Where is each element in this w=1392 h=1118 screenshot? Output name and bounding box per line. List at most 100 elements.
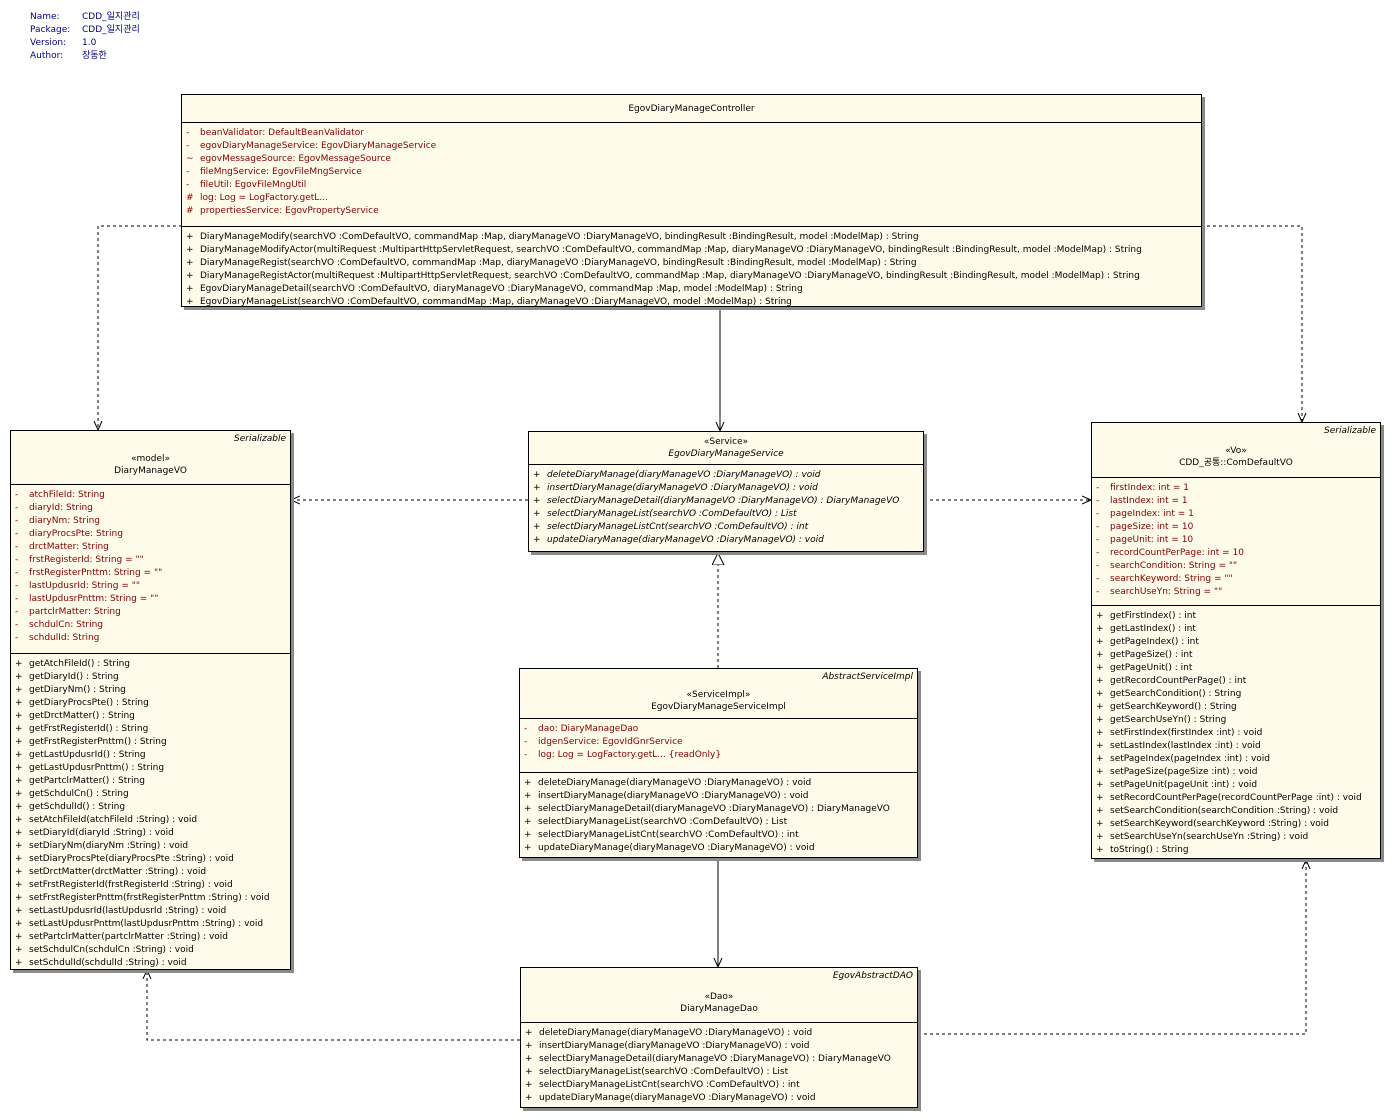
operation: +getLastIndex() : int bbox=[1092, 623, 1380, 636]
visibility: + bbox=[1096, 650, 1104, 660]
attribute-text: egovMessageSource: EgovMessageSource bbox=[200, 154, 391, 164]
attributes-section: -firstIndex: int = 1 -lastIndex: int = 1… bbox=[1092, 478, 1380, 605]
attribute-text: drctMatter: String bbox=[29, 542, 109, 552]
operation-text: setSchdulCn(schdulCn :String) : void bbox=[29, 945, 194, 955]
visibility: + bbox=[1096, 702, 1104, 712]
visibility: + bbox=[525, 1080, 533, 1090]
attribute: #log: Log = LogFactory.getL... bbox=[182, 192, 1201, 205]
attribute-text: diaryId: String bbox=[29, 503, 93, 513]
attribute: -lastUpdusrPnttm: String = "" bbox=[11, 593, 290, 606]
attribute-text: frstRegisterPnttm: String = "" bbox=[29, 568, 163, 578]
attribute: -fileUtil: EgovFileMngUtil bbox=[182, 179, 1201, 192]
property-row: Author:장동한 bbox=[30, 50, 140, 63]
operation: +selectDiaryManageDetail(diaryManageVO :… bbox=[520, 803, 917, 816]
operations-section: +deleteDiaryManage(diaryManageVO :DiaryM… bbox=[520, 772, 917, 857]
operation: +getSearchKeyword() : String bbox=[1092, 701, 1380, 714]
operations-section: +deleteDiaryManage(diaryManageVO :DiaryM… bbox=[529, 465, 923, 550]
operation: +getPageUnit() : int bbox=[1092, 662, 1380, 675]
visibility: + bbox=[524, 830, 532, 840]
operation-text: EgovDiaryManageDetail(searchVO :ComDefau… bbox=[200, 284, 803, 294]
visibility: + bbox=[1096, 741, 1104, 751]
attribute: -idgenService: EgovIdGnrService bbox=[520, 736, 917, 749]
operation: +setDiaryId(diaryId :String) : void bbox=[11, 827, 290, 840]
visibility: + bbox=[1096, 845, 1104, 855]
operation-text: updateDiaryManage(diaryManageVO :DiaryMa… bbox=[538, 843, 815, 853]
visibility: + bbox=[15, 815, 23, 825]
attribute: -searchKeyword: String = "" bbox=[1092, 573, 1380, 586]
operation-text: setLastIndex(lastIndex :int) : void bbox=[1110, 741, 1261, 751]
property-key: Name: bbox=[30, 12, 60, 22]
operation-text: setRecordCountPerPage(recordCountPerPage… bbox=[1110, 793, 1362, 803]
class-name: CDD_공통::ComDefaultVO bbox=[1179, 458, 1293, 468]
operation: +selectDiaryManageDetail(diaryManageVO :… bbox=[529, 495, 923, 508]
interface-egov-diary-manage-service[interactable]: «Service» EgovDiaryManageService +delete… bbox=[528, 431, 924, 552]
operation-text: setSearchCondition(searchCondition :Stri… bbox=[1110, 806, 1339, 816]
visibility: - bbox=[186, 141, 190, 151]
visibility: - bbox=[1096, 483, 1100, 493]
operation: +setDiaryProcsPte(diaryProcsPte :String)… bbox=[11, 853, 290, 866]
operation-text: selectDiaryManageListCnt(searchVO :ComDe… bbox=[539, 1080, 800, 1090]
operation-text: insertDiaryManage(diaryManageVO :DiaryMa… bbox=[538, 791, 809, 801]
attribute-text: partclrMatter: String bbox=[29, 607, 121, 617]
visibility: + bbox=[1096, 806, 1104, 816]
class-name: DiaryManageVO bbox=[114, 466, 187, 476]
stereotype: «Service» bbox=[703, 437, 749, 447]
property-value: CDD_일지관리 bbox=[82, 12, 140, 22]
attribute: -fileMngService: EgovFileMngService bbox=[182, 166, 1201, 179]
operation-text: selectDiaryManageDetail(diaryManageVO :D… bbox=[538, 804, 890, 814]
visibility: - bbox=[15, 581, 19, 591]
operation: +selectDiaryManageListCnt(searchVO :ComD… bbox=[529, 521, 923, 534]
class-header: EgovDiaryManageController bbox=[182, 95, 1201, 123]
operation: +getSearchCondition() : String bbox=[1092, 688, 1380, 701]
operations-section: + DiaryManageModify(searchVO :ComDefaultV… bbox=[182, 226, 1201, 307]
operation: +getDrctMatter() : String bbox=[11, 710, 290, 723]
operation-text: getRecordCountPerPage() : int bbox=[1110, 676, 1247, 686]
visibility: - bbox=[186, 180, 190, 190]
operation-text: EgovDiaryManageList(searchVO :ComDefault… bbox=[200, 297, 792, 307]
attribute: -drctMatter: String bbox=[11, 541, 290, 554]
operation: +setLastUpdusrId(lastUpdusrId :String) :… bbox=[11, 905, 290, 918]
visibility: - bbox=[15, 594, 19, 604]
attribute-text: pageSize: int = 10 bbox=[1110, 522, 1194, 532]
class-com-default-vo[interactable]: Serializable «Vo» CDD_공통::ComDefaultVO -… bbox=[1091, 422, 1381, 859]
operation-text: updateDiaryManage(diaryManageVO :DiaryMa… bbox=[547, 535, 824, 545]
class-egov-diary-manage-service-impl[interactable]: AbstractServiceImpl «ServiceImpl» EgovDi… bbox=[519, 668, 918, 858]
operation: +setFirstIndex(firstIndex :int) : void bbox=[1092, 727, 1380, 740]
attribute: -searchCondition: String = "" bbox=[1092, 560, 1380, 573]
operation-text: getPageSize() : int bbox=[1110, 650, 1193, 660]
operation-text: getLastUpdusrPnttm() : String bbox=[29, 763, 165, 773]
visibility: + bbox=[533, 470, 541, 480]
operation: +toString() : String bbox=[1092, 844, 1380, 857]
class-diary-manage-vo[interactable]: Serializable «model» DiaryManageVO -atch… bbox=[10, 430, 291, 970]
operation-text: insertDiaryManage(diaryManageVO :DiaryMa… bbox=[539, 1041, 810, 1051]
visibility: + bbox=[1096, 819, 1104, 829]
operation-text: setDrctMatter(drctMatter :String) : void bbox=[29, 867, 207, 877]
operation-text: getSearchUseYn() : String bbox=[1110, 715, 1227, 725]
property-key: Version: bbox=[30, 38, 67, 48]
operation: +getRecordCountPerPage() : int bbox=[1092, 675, 1380, 688]
attribute: -beanValidator: DefaultBeanValidator bbox=[182, 127, 1201, 140]
operation: +selectDiaryManageList(searchVO :ComDefa… bbox=[520, 816, 917, 829]
operation: +deleteDiaryManage(diaryManageVO :DiaryM… bbox=[529, 469, 923, 482]
visibility: + bbox=[533, 483, 541, 493]
visibility: + bbox=[15, 932, 23, 942]
operation-text: DiaryManageModify(searchVO :ComDefaultVO… bbox=[200, 232, 919, 242]
visibility: - bbox=[15, 633, 19, 643]
visibility: + bbox=[186, 245, 194, 255]
operation-text: getSchdulCn() : String bbox=[29, 789, 129, 799]
class-egov-diary-manage-controller[interactable]: EgovDiaryManageController -beanValidator… bbox=[181, 94, 1202, 307]
operation: +updateDiaryManage(diaryManageVO :DiaryM… bbox=[529, 534, 923, 547]
visibility: + bbox=[15, 776, 23, 786]
visibility: + bbox=[1096, 780, 1104, 790]
operation-text: getLastUpdusrId() : String bbox=[29, 750, 146, 760]
operation: +EgovDiaryManageList(searchVO :ComDefaul… bbox=[182, 296, 1201, 307]
operation: +setPartclrMatter(partclrMatter :String)… bbox=[11, 931, 290, 944]
operation: +selectDiaryManageDetail(diaryManageVO :… bbox=[521, 1053, 917, 1066]
visibility: - bbox=[1096, 574, 1100, 584]
class-diary-manage-dao[interactable]: EgovAbstractDAO «Dao» DiaryManageDao +de… bbox=[520, 967, 918, 1108]
visibility: + bbox=[15, 880, 23, 890]
visibility: + bbox=[1096, 793, 1104, 803]
visibility: # bbox=[186, 206, 194, 216]
dependency-dao-to-vo bbox=[147, 970, 520, 1041]
operation: +setFrstRegisterPnttm(frstRegisterPnttm … bbox=[11, 892, 290, 905]
